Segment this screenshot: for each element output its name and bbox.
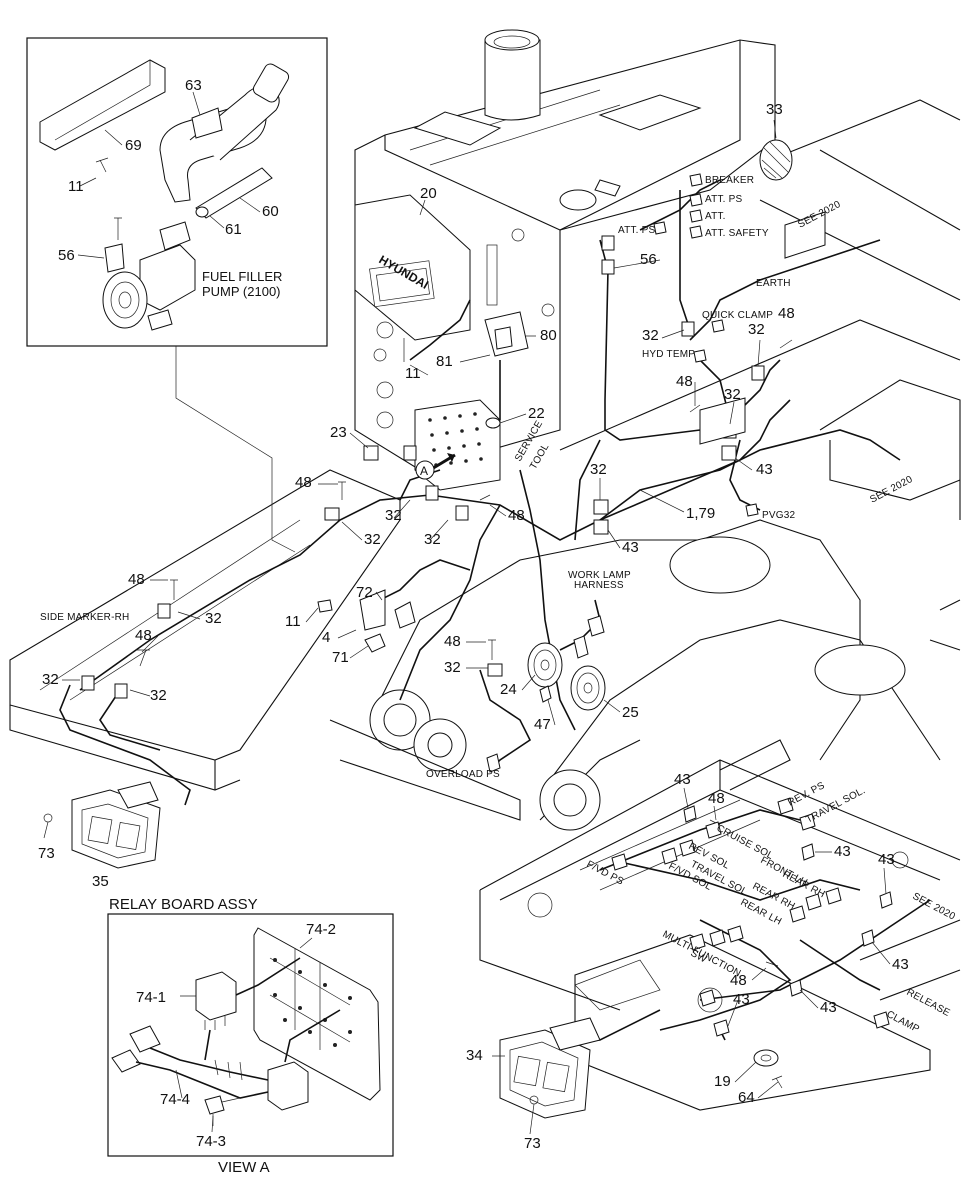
upper-frame [9,99,961,831]
part-number-11-frame: 11 [285,613,301,630]
part-number-64: 64 [738,1089,755,1106]
fuel-filler-label-line1: FUEL FILLER [202,269,282,284]
part-number-25: 25 [622,704,639,721]
part-number-48-frame-b: 48 [508,507,525,524]
part-number-32-frame-f: 32 [150,687,167,704]
pvg32-label: PVG32 [762,510,795,521]
part-number-32-c: 32 [724,386,741,403]
horn-25 [570,665,606,711]
hyd-temp-label: HYD TEMP [642,349,695,360]
overload-ps-label: OVERLOAD PS [426,769,500,780]
part-number-32-frame-e: 32 [42,671,59,688]
part-number-74-2: 74-2 [306,921,336,938]
part-number-74-3: 74-3 [196,1133,226,1150]
breaker-label: BREAKER [705,175,754,186]
att-safety-label: ATT. SAFETY [705,228,769,239]
part-number-60: 60 [262,203,279,220]
part-number-43-lower-b: 43 [834,843,851,860]
relay-board-inset [107,913,394,1157]
part-number-33: 33 [766,101,783,118]
work-lamp-35 [71,781,161,869]
part-number-48-frame-a: 48 [295,474,312,491]
part-number-35: 35 [92,873,109,890]
part-number-22: 22 [528,405,545,422]
att-label: ATT. [705,211,726,222]
part-number-32-frame-g: 32 [444,659,461,676]
engine-block [354,29,776,491]
part-number-48-b: 48 [676,373,693,390]
part-number-32-frame-b: 32 [385,507,402,524]
part-number-20: 20 [420,185,437,202]
part-number-48-lower-b: 48 [730,972,747,989]
part-number-74-4: 74-4 [160,1091,190,1108]
horn-24 [527,642,563,688]
part-number-43-lower-f: 43 [820,999,837,1016]
part-number-61: 61 [225,221,242,238]
part-number-32-frame-d: 32 [205,610,222,627]
release-label: RELEASE [905,987,952,1019]
part-number-48-frame-d: 48 [135,627,152,644]
rev-ps-label: REV. PS [786,780,827,809]
part-number-56: 56 [58,247,75,264]
part-number-48-a: 48 [778,305,795,322]
fuel-pump-inset [26,37,328,347]
part-number-43-a: 43 [756,461,773,478]
clips [81,139,826,967]
see-2020-label-b: SEE 2020 [868,474,915,506]
part-number-32-a: 32 [642,327,659,344]
part-number-63: 63 [185,77,202,94]
part-number-73-a: 73 [38,845,55,862]
part-number-19: 19 [714,1073,731,1090]
part-number-47: 47 [534,716,551,733]
att-ps-label-2: ATT. PS [618,225,655,236]
part-number-1-79: 1,79 [686,505,715,522]
relay-board-title: RELAY BOARD ASSY [109,896,258,913]
part-number-43-lower-d: 43 [892,956,909,973]
part-number-72: 72 [356,584,373,601]
part-number-43-lower-e: 43 [733,991,750,1008]
work-lamp-label-line2: HARNESS [574,580,624,591]
work-lamp-label-line1: WORK LAMP [568,570,631,581]
ecu-unit [354,194,471,341]
view-a-caption: VIEW A [218,1159,270,1176]
fuel-filler-label-line2: PUMP (2100) [202,284,281,299]
part-number-73-b: 73 [524,1135,541,1152]
part-number-43-lower-a: 43 [674,771,691,788]
part-number-69: 69 [125,137,142,154]
part-number-48-frame-e: 48 [444,633,461,650]
part-number-24: 24 [500,681,517,698]
part-number-71: 71 [332,649,349,666]
part-number-32-b: 32 [748,321,765,338]
part-number-48-lower-a: 48 [708,790,725,807]
att-ps-label: ATT. PS [705,194,742,205]
part-number-34: 34 [466,1047,483,1064]
see-2020-label-c: SEE 2020 [911,891,958,923]
work-lamp-34 [499,1017,601,1119]
part-number-4: 4 [322,629,330,646]
view-a-marker: A [420,464,428,478]
part-number-80: 80 [540,327,557,344]
part-number-48-frame-c: 48 [128,571,145,588]
part-number-23: 23 [330,424,347,441]
part-number-74-1: 74-1 [136,989,166,1006]
rear-rh-label: REAR RH [781,869,827,900]
part-number-43-b: 43 [622,539,639,556]
part-number-32-frame-a: 32 [364,531,381,548]
part-number-11-engine: 11 [405,365,421,382]
part-number-81: 81 [436,353,453,370]
part-number-43-lower-c: 43 [878,851,895,868]
part-number-32-frame-c: 32 [424,531,441,548]
quick-clamp-label: QUICK CLAMP [702,310,773,321]
earth-label: EARTH [756,278,791,289]
side-marker-label: SIDE MARKER-RH [40,612,129,623]
part-number-32-d: 32 [590,461,607,478]
part-number-56-upper: 56 [640,251,657,268]
part-number-11: 11 [68,178,84,195]
